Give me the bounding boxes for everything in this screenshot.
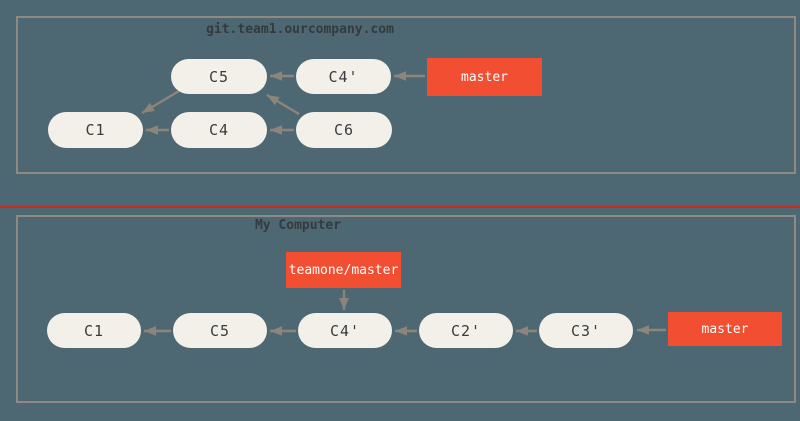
branch-label-teamone-master: teamone/master xyxy=(286,252,401,288)
commit-node-c4-prime: C4' xyxy=(298,313,392,348)
commit-node-c1: C1 xyxy=(48,112,143,148)
my-computer-title: My Computer xyxy=(254,218,342,233)
remote-repo-panel xyxy=(16,16,796,174)
commit-node-c6: C6 xyxy=(296,112,392,148)
commit-node-c4-prime: C4' xyxy=(296,59,391,94)
branch-label-master: master xyxy=(668,312,782,346)
commit-node-c3-prime: C3' xyxy=(539,313,633,348)
my-computer-panel xyxy=(16,215,796,403)
commit-node-c5: C5 xyxy=(173,313,267,348)
remote-repo-title: git.team1.ourcompany.com xyxy=(206,22,394,37)
commit-node-c4: C4 xyxy=(171,112,267,148)
divider-line xyxy=(0,206,800,208)
commit-node-c5: C5 xyxy=(171,59,267,94)
arrow-c5-to-c1 xyxy=(141,89,180,115)
commit-node-c2-prime: C2' xyxy=(419,313,513,348)
branch-label-master: master xyxy=(427,58,542,96)
arrow-c6-to-c5 xyxy=(266,93,300,116)
commit-node-c1: C1 xyxy=(47,313,141,348)
